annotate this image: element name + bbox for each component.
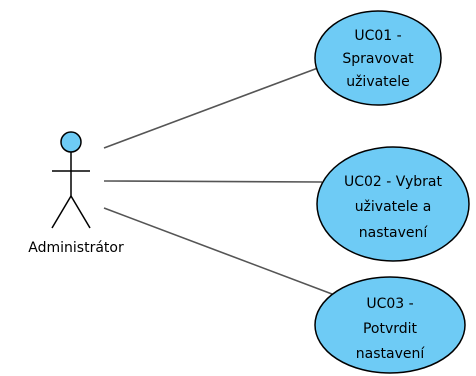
actor-right-leg	[70, 195, 91, 229]
association-uc03	[103, 207, 333, 295]
association-uc01	[103, 61, 335, 149]
association-uc02	[103, 180, 323, 183]
use-case-uc02[interactable]: UC02 - Vybrat uživatele a nastavení	[316, 146, 470, 262]
use-case-label-line: UC02 - Vybrat	[344, 174, 442, 190]
use-case-label-line: nastavení	[359, 225, 429, 241]
use-case-label-line: Potvrdit	[363, 321, 418, 337]
use-case-uc03[interactable]: UC03 - Potvrdit nastavení	[314, 276, 466, 374]
associations	[103, 61, 335, 295]
actor-head	[60, 131, 82, 153]
use-case-label-line: UC01 -	[354, 28, 401, 44]
use-case-ellipse	[314, 276, 466, 374]
use-case-label-line: uživatele	[346, 74, 410, 90]
actor-administrator[interactable]: Administrátor	[28, 131, 124, 256]
use-case-ellipse	[316, 146, 470, 262]
use-case-label-line: Spravovat	[342, 51, 414, 67]
use-case-label-line: nastavení	[356, 346, 426, 362]
use-case-label-line: UC03 -	[366, 296, 413, 312]
use-case-ellipse	[314, 10, 442, 106]
use-case-uc01[interactable]: UC01 - Spravovat uživatele	[314, 10, 442, 106]
use-case-label-line: uživatele a	[355, 199, 432, 215]
actor-left-leg	[51, 195, 72, 229]
actor-label: Administrátor	[28, 240, 124, 256]
